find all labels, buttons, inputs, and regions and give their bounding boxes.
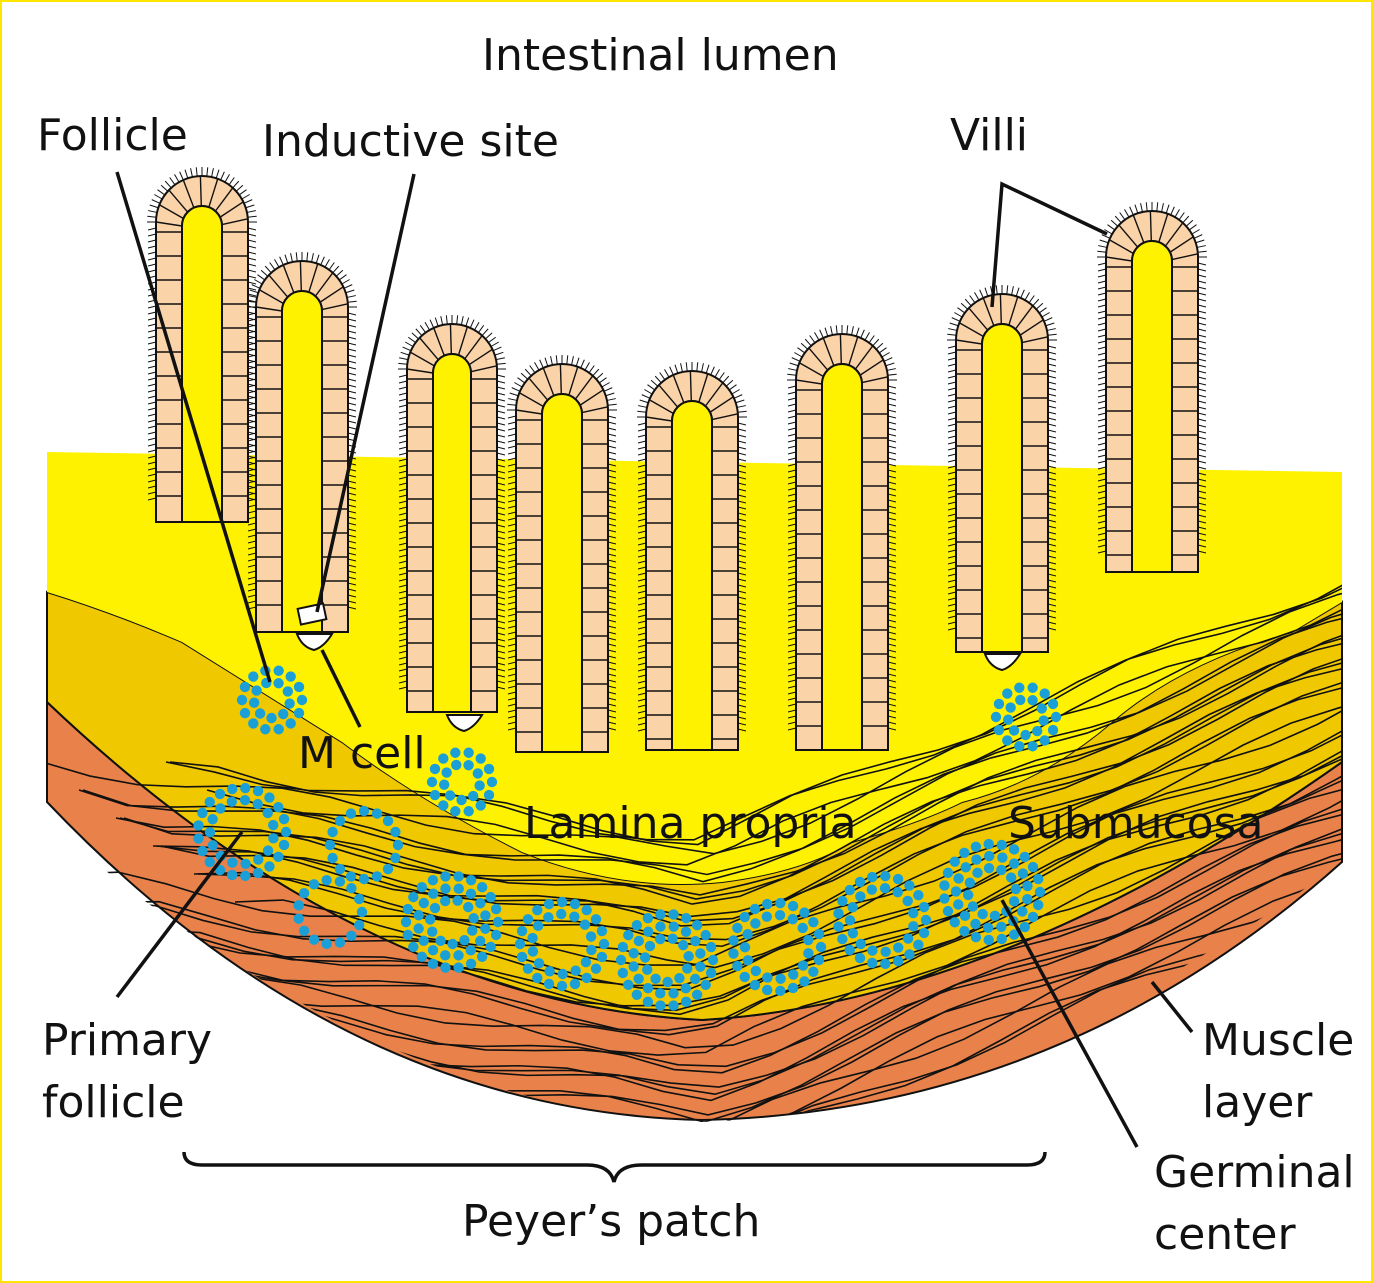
follicle-label: Follicle — [37, 114, 188, 158]
inductive-site-label: Inductive site — [262, 120, 559, 164]
villi-label: Villi — [950, 114, 1028, 158]
m-cell-label: M cell — [298, 732, 426, 776]
muscle-layer-label: Muscle layer — [1202, 1010, 1354, 1133]
lamina-propria-label: Lamina propria — [524, 802, 857, 846]
intestinal-lumen-label: Intestinal lumen — [482, 34, 839, 78]
germinal-center-label: Germinal center — [1154, 1142, 1355, 1265]
primary-follicle-label: Primary follicle — [42, 1010, 212, 1133]
submucosa-label: Submucosa — [1008, 802, 1264, 846]
peyers-patch-label: Peyer’s patch — [462, 1200, 760, 1244]
